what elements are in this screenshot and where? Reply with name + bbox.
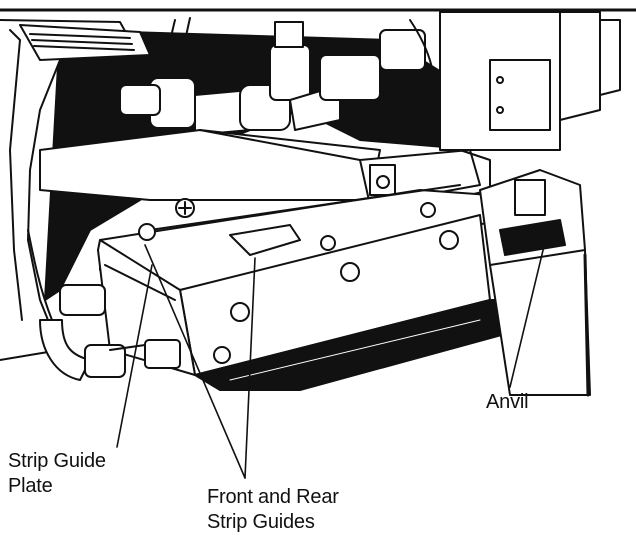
leader-guide-front [144,244,246,479]
leader-plate [116,264,153,448]
strip-guide-plate-label: Strip Guide Plate [8,450,106,497]
anvil-label: Anvil [486,391,529,413]
right-base [489,249,591,396]
air-tube [166,19,176,81]
leader-anvil [509,241,546,388]
leader-lines [116,241,546,479]
leader-guide-rear [244,257,256,479]
fitting-right [319,54,381,101]
elbow-fitting [59,284,106,316]
front-rear-strip-guides-label: Front and Rear Strip Guides [207,486,339,533]
